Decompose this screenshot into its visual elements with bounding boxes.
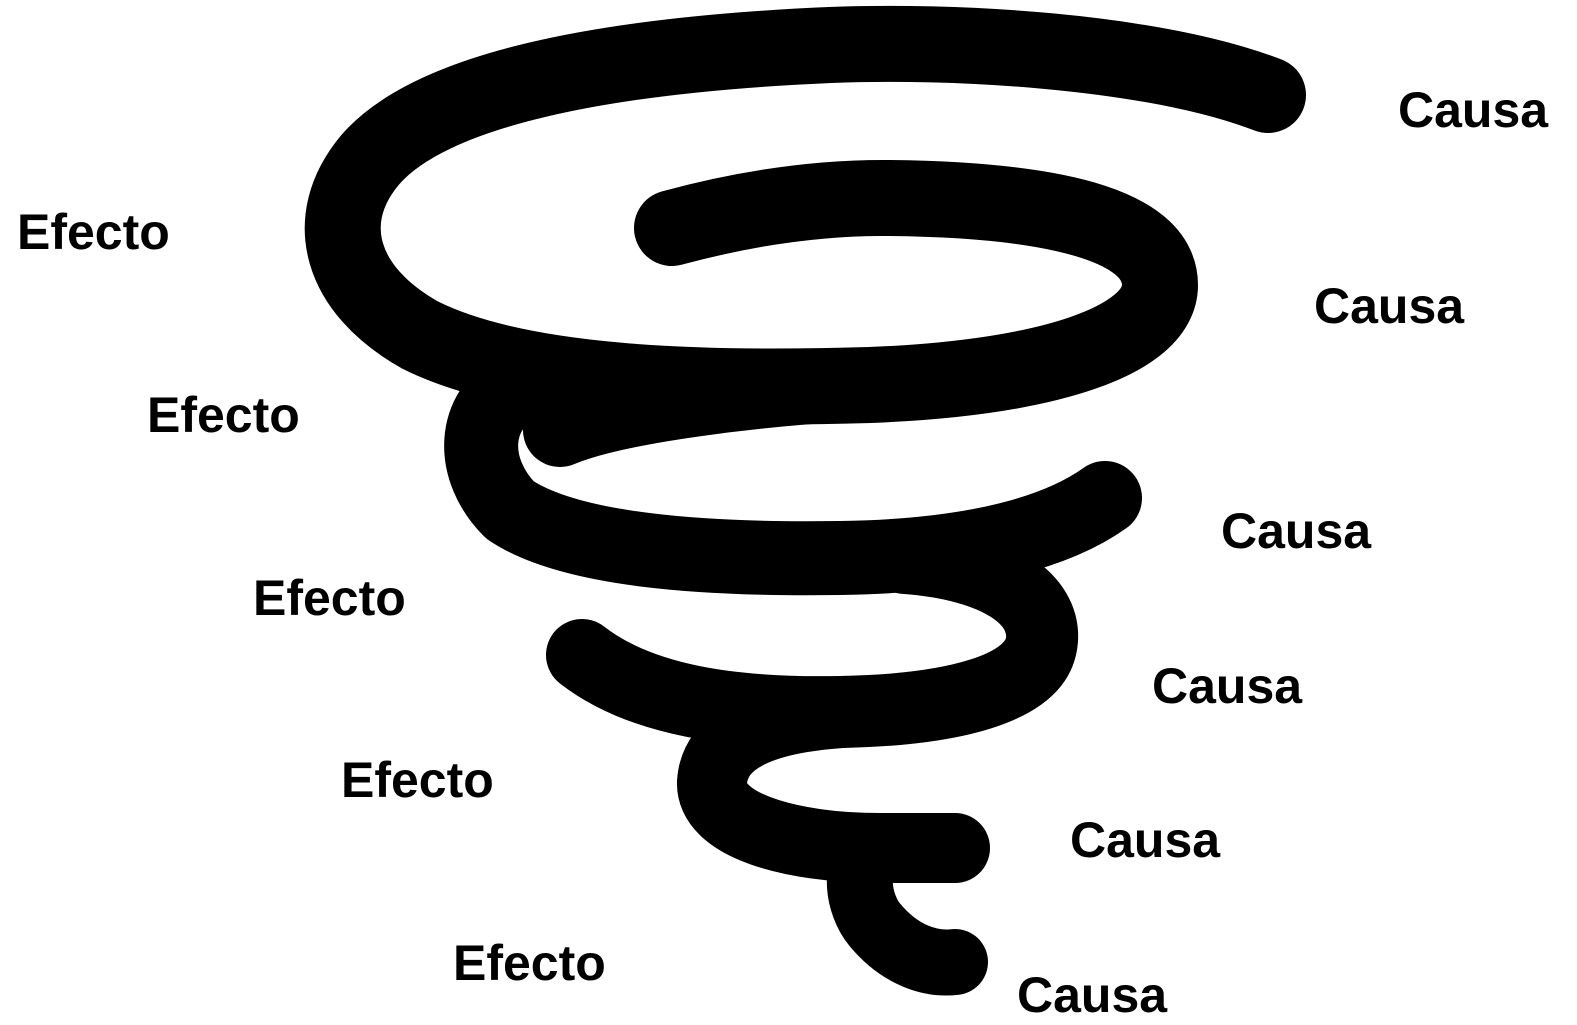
effect-label: Efecto xyxy=(253,573,406,623)
cause-label: Causa xyxy=(1152,661,1302,711)
effect-label: Efecto xyxy=(341,755,494,805)
cause-label: Causa xyxy=(1017,970,1167,1020)
cause-label: Causa xyxy=(1398,85,1548,135)
spiral-path xyxy=(560,385,840,430)
effect-label: Efecto xyxy=(17,207,170,257)
effect-label: Efecto xyxy=(147,390,300,440)
spiral-path xyxy=(343,44,1268,387)
cause-label: Causa xyxy=(1070,815,1220,865)
cause-label: Causa xyxy=(1314,281,1464,331)
effect-label: Efecto xyxy=(453,938,606,988)
cause-label: Causa xyxy=(1221,506,1371,556)
